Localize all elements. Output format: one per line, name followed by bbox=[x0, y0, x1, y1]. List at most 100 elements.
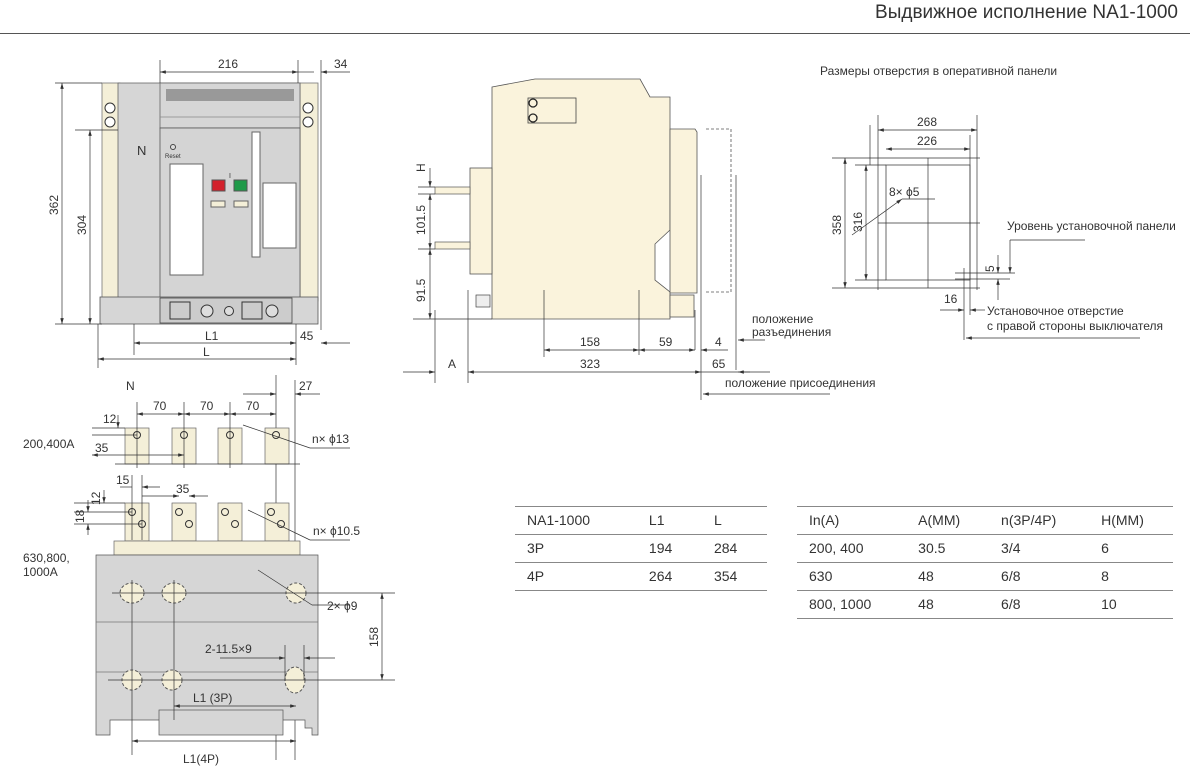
cutout-holes: 8× ϕ5 bbox=[889, 185, 920, 199]
table-header-row: In(A) A(MM) n(3P/4P) H(MM) bbox=[797, 506, 1173, 535]
hole-label-line1: Установочное отверстие bbox=[987, 304, 1124, 318]
table-header: H(MM) bbox=[1101, 512, 1144, 528]
dim-34: 34 bbox=[334, 57, 348, 71]
terminal-views: N 27 70 70 70 12 200,400A 35 n× ϕ13 bbox=[23, 375, 395, 766]
dimensions-table: NA1-1000 L1 L 3P 194 284 4P 264 354 bbox=[515, 506, 767, 591]
dim-358: 358 bbox=[830, 215, 844, 235]
ground-bolt bbox=[475, 294, 491, 308]
racking-slot bbox=[169, 301, 191, 320]
indicator-left bbox=[210, 200, 226, 208]
reset-label: Reset bbox=[165, 154, 181, 160]
table-header: NA1-1000 bbox=[527, 512, 591, 528]
table-cell: 6 bbox=[1101, 540, 1109, 556]
dim-216: 216 bbox=[218, 57, 238, 71]
terminal-neutral-label: N bbox=[126, 379, 135, 393]
cutout-title: Размеры отверстия в оперативной панели bbox=[820, 64, 1057, 78]
slots-label: 2-11.5×9 bbox=[205, 642, 252, 656]
reset-button[interactable] bbox=[170, 144, 176, 150]
dim-323: 323 bbox=[580, 357, 600, 371]
dim-91-5: 91.5 bbox=[414, 278, 428, 302]
dim-18: 18 bbox=[73, 509, 87, 523]
terminal-pad bbox=[264, 427, 290, 465]
vent-grille bbox=[166, 89, 294, 101]
table-cell: 284 bbox=[713, 540, 738, 556]
table-cell: 10 bbox=[1101, 596, 1117, 612]
table-header: In(A) bbox=[809, 512, 840, 528]
left-rail bbox=[101, 82, 121, 302]
holes-13-label: n× ϕ13 bbox=[312, 432, 349, 446]
dim-158: 158 bbox=[580, 335, 600, 349]
mounting-plate bbox=[95, 554, 319, 736]
table-cell: 6/8 bbox=[1001, 596, 1021, 612]
dim-59: 59 bbox=[659, 335, 673, 349]
table-cell: 200, 400 bbox=[809, 540, 864, 556]
rail-hole bbox=[104, 102, 116, 114]
table-cell: 194 bbox=[648, 540, 673, 556]
table-cell: 8 bbox=[1101, 568, 1109, 584]
connect-label: положение присоединения bbox=[725, 376, 876, 390]
table-cell: 4P bbox=[527, 568, 545, 584]
terminal-base bbox=[113, 540, 301, 556]
table-row: 200, 400 30.5 3/4 6 bbox=[797, 535, 1173, 563]
dim-27: 27 bbox=[299, 379, 313, 393]
dim-268: 268 bbox=[917, 115, 937, 129]
hole-label-line2: с правой стороны выключателя bbox=[987, 319, 1163, 333]
dim-101-5: 101.5 bbox=[414, 205, 428, 235]
on-button[interactable] bbox=[233, 179, 248, 192]
dim-L1: L1 bbox=[205, 329, 219, 343]
table-row: 3P 194 284 bbox=[515, 535, 767, 563]
base-foot bbox=[158, 709, 284, 736]
dim-5: 5 bbox=[983, 265, 997, 272]
title-rule bbox=[0, 33, 1190, 34]
rating-low-label: 200,400A bbox=[23, 437, 74, 451]
table-cell: 3/4 bbox=[1001, 540, 1021, 556]
dim-12-upper: 12 bbox=[103, 412, 117, 426]
rail-hole bbox=[302, 116, 314, 128]
handle-slot bbox=[251, 131, 261, 258]
window-right bbox=[262, 182, 297, 249]
dim-15: 15 bbox=[116, 473, 130, 487]
table-cell: 264 bbox=[648, 568, 673, 584]
dim-L: L bbox=[203, 345, 210, 359]
rail-hole bbox=[302, 102, 314, 114]
dim-158-terminal: 158 bbox=[367, 627, 381, 647]
panel-cutout: Размеры отверстия в оперативной панели 2… bbox=[820, 64, 1176, 340]
rating-high-line1: 630,800, bbox=[23, 551, 70, 565]
dim-H: H bbox=[414, 163, 428, 172]
side-view: H 101.5 91.5 158 59 4 положение разъедин… bbox=[403, 78, 876, 400]
table-cell: 800, 1000 bbox=[809, 596, 872, 612]
disconnect-label-line2: разъединения bbox=[752, 325, 831, 339]
dim-45: 45 bbox=[300, 329, 314, 343]
off-button[interactable] bbox=[211, 179, 226, 192]
disconnect-label-line1: положение bbox=[752, 312, 814, 326]
table-cell: 630 bbox=[809, 568, 833, 584]
table-row: 630 48 6/8 8 bbox=[797, 563, 1173, 591]
dim-316: 316 bbox=[851, 212, 865, 232]
aux-contacts bbox=[527, 97, 577, 124]
table-row: 800, 1000 48 6/8 10 bbox=[797, 591, 1173, 619]
base-side bbox=[669, 294, 695, 318]
side-body bbox=[491, 78, 671, 320]
rail-hole bbox=[104, 116, 116, 128]
table-cell: 6/8 bbox=[1001, 568, 1021, 584]
lock-icon bbox=[224, 306, 234, 316]
L1-3P-label: L1 (3P) bbox=[193, 691, 232, 705]
on-mark: I bbox=[229, 173, 231, 180]
dim-4: 4 bbox=[715, 335, 722, 349]
disconnected-outline bbox=[706, 128, 732, 293]
racking-knob[interactable] bbox=[200, 304, 214, 318]
busbar-lower bbox=[434, 241, 471, 250]
table-cell: 48 bbox=[918, 568, 934, 584]
dim-65: 65 bbox=[712, 357, 726, 371]
rating-high-line2: 1000A bbox=[23, 565, 58, 579]
table-header: L bbox=[713, 512, 722, 528]
racking-handle-socket[interactable] bbox=[265, 304, 279, 318]
indicator-right bbox=[233, 200, 249, 208]
dim-16: 16 bbox=[944, 292, 958, 306]
window-left bbox=[169, 163, 204, 276]
terminal-pad bbox=[264, 502, 290, 542]
padlock-slot bbox=[241, 301, 263, 320]
pitch-1: 70 bbox=[153, 399, 167, 413]
right-rail bbox=[299, 82, 319, 302]
